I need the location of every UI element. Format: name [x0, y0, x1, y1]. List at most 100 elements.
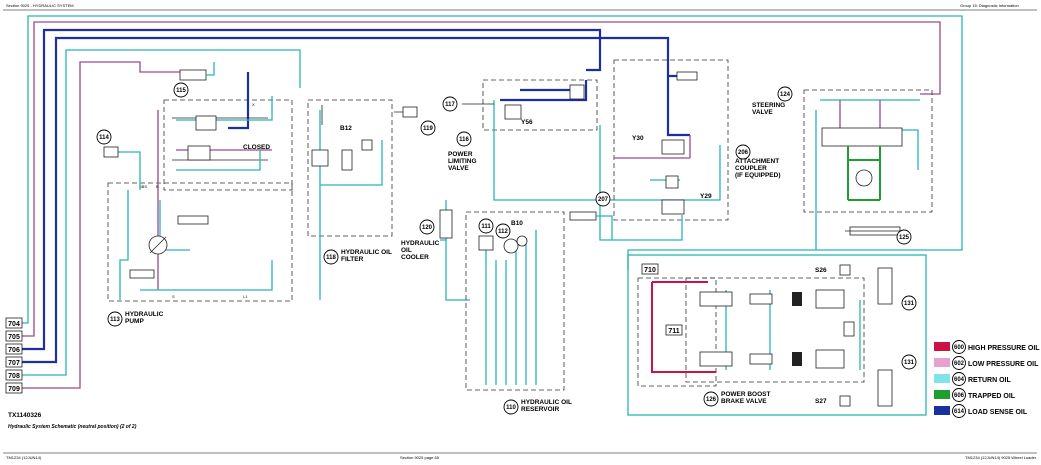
svg-text:POWER: POWER [448, 151, 473, 158]
svg-text:ATTACHMENT: ATTACHMENT [735, 158, 779, 165]
svg-text:LOW PRESSURE OIL: LOW PRESSURE OIL [968, 361, 1039, 368]
svg-text:COOLER: COOLER [401, 254, 429, 261]
svg-text:110: 110 [506, 405, 516, 411]
svg-text:131: 131 [904, 301, 915, 307]
legend-item-trapped-oil: 606 TRAPPED OIL [934, 388, 1016, 402]
svg-text:604: 604 [954, 377, 965, 383]
tag-b10: B10 [511, 220, 523, 227]
legend-item-return-oil: 604 RETURN OIL [934, 372, 1012, 386]
hydraulic-oil-cooler: 120 HYDRAULIC OIL COOLER [401, 200, 470, 301]
svg-text:708: 708 [8, 373, 20, 380]
color-legend: 600 HIGH PRESSURE OIL 602 LOW PRESSURE O… [934, 340, 1040, 418]
footer-left: TM1234 (12JUN14) [6, 455, 42, 460]
svg-text:126: 126 [706, 397, 717, 403]
svg-text:PUMP: PUMP [125, 318, 144, 325]
svg-text:119: 119 [423, 126, 433, 132]
component-119: 119 [394, 106, 436, 136]
svg-text:606: 606 [954, 393, 965, 399]
svg-text:VALVE: VALVE [448, 165, 469, 172]
svg-text:FILTER: FILTER [341, 256, 364, 263]
svg-text:206: 206 [738, 150, 749, 156]
power-boost-brake-valve: S26 S27 710 711 126 POWER BOOST BRAKE VA… [627, 254, 927, 416]
svg-text:115: 115 [176, 88, 186, 94]
svg-text:(IF EQUIPPED): (IF EQUIPPED) [735, 172, 781, 179]
svg-text:HIGH PRESSURE OIL: HIGH PRESSURE OIL [968, 345, 1040, 352]
svg-text:711: 711 [668, 328, 679, 335]
component-115: 115 [173, 62, 215, 98]
power-limiting-valve: Y56 117 116 POWER LIMITING VALVE [442, 79, 721, 201]
attachment-coupler: Y30 Y29 206 ATTACHMENT COUPLER (IF EQUIP… [599, 59, 781, 241]
closed-tag: CLOSED [243, 144, 270, 151]
svg-text:602: 602 [954, 361, 965, 367]
svg-text:POWER BOOST: POWER BOOST [721, 391, 771, 398]
main-lines [22, 15, 963, 389]
svg-text:705: 705 [8, 334, 20, 341]
box-710 [641, 263, 659, 275]
svg-text:600: 600 [954, 345, 965, 351]
footer-center: Section 9025 page 65 [400, 455, 440, 460]
svg-text:RESERVOIR: RESERVOIR [521, 406, 559, 413]
tag-x: X [252, 102, 255, 107]
svg-text:RETURN OIL: RETURN OIL [968, 377, 1012, 384]
svg-text:HYDRAULIC: HYDRAULIC [401, 240, 440, 247]
component-114: 114 [96, 129, 141, 190]
tag-y29: Y29 [700, 193, 712, 200]
tag-s27: S27 [815, 398, 827, 405]
svg-text:114: 114 [99, 135, 109, 141]
svg-text:OIL: OIL [401, 247, 412, 254]
svg-text:710: 710 [644, 267, 656, 274]
line-number-list: 704 705 706 707 708 709 [5, 317, 23, 394]
svg-text:LOAD SENSE OIL: LOAD SENSE OIL [968, 409, 1028, 416]
component-113-label: 113 HYDRAULIC PUMP [107, 311, 164, 327]
svg-text:614: 614 [954, 409, 965, 415]
figure-id: TX1140326 [8, 412, 42, 419]
line-number-704: 704 [5, 317, 23, 329]
figure-caption: Hydraulic System Schematic (neutral posi… [8, 424, 137, 430]
footer-right: TM1234 (12JUN14) 9025 Wheel Loader [965, 455, 1037, 460]
svg-text:707: 707 [8, 360, 20, 367]
svg-text:207: 207 [598, 197, 609, 203]
component-207: 207 [569, 191, 613, 240]
tag-y30: Y30 [632, 135, 644, 142]
legend-item-low-pressure-oil: 602 LOW PRESSURE OIL [934, 356, 1039, 370]
svg-text:STEERING: STEERING [752, 102, 785, 109]
steering-valve: 124 STEERING VALVE 125 [752, 86, 933, 250]
svg-text:124: 124 [780, 92, 791, 98]
svg-text:704: 704 [8, 321, 20, 328]
svg-text:HYDRAULIC: HYDRAULIC [125, 311, 164, 318]
svg-text:131: 131 [904, 360, 915, 366]
svg-text:118: 118 [326, 255, 336, 261]
tag-b12: B12 [340, 125, 352, 132]
legend-item-load-sense-oil: 614 LOAD SENSE OIL [934, 404, 1028, 418]
svg-text:TRAPPED OIL: TRAPPED OIL [968, 393, 1016, 400]
svg-text:125: 125 [899, 235, 910, 241]
svg-text:LIMITING: LIMITING [448, 158, 477, 165]
tag-sbs: SBS [139, 184, 147, 189]
header-right: Group 15: Diagnostic Information [960, 3, 1019, 8]
hydraulic-oil-reservoir: B10 111 112 110 HYDRAULIC OIL RESERVOIR [465, 211, 572, 415]
header-left: Section 9025 - HYDRAULIC SYSTEM [6, 3, 74, 8]
tag-y56: Y56 [521, 119, 533, 126]
tag-s: S [172, 294, 175, 299]
svg-text:BRAKE VALVE: BRAKE VALVE [721, 398, 767, 405]
tag-b: B [156, 184, 159, 189]
line-number-705: 705 [5, 330, 23, 342]
svg-text:HYDRAULIC OIL: HYDRAULIC OIL [521, 399, 572, 406]
svg-text:113: 113 [110, 317, 120, 323]
box-711 [665, 324, 683, 336]
legend-item-high-pressure-oil: 600 HIGH PRESSURE OIL [934, 340, 1040, 354]
svg-text:111: 111 [481, 224, 491, 230]
svg-text:120: 120 [422, 225, 433, 231]
svg-text:706: 706 [8, 347, 20, 354]
svg-text:COUPLER: COUPLER [735, 165, 767, 172]
tag-l1: L1 [243, 294, 248, 299]
line-number-707: 707 [5, 356, 23, 368]
svg-text:112: 112 [498, 229, 508, 235]
svg-text:VALVE: VALVE [752, 109, 773, 116]
svg-text:116: 116 [459, 137, 469, 143]
line-number-706: 706 [5, 343, 23, 355]
line-number-709: 709 [5, 382, 23, 394]
svg-text:709: 709 [8, 386, 20, 393]
svg-text:117: 117 [445, 102, 455, 108]
